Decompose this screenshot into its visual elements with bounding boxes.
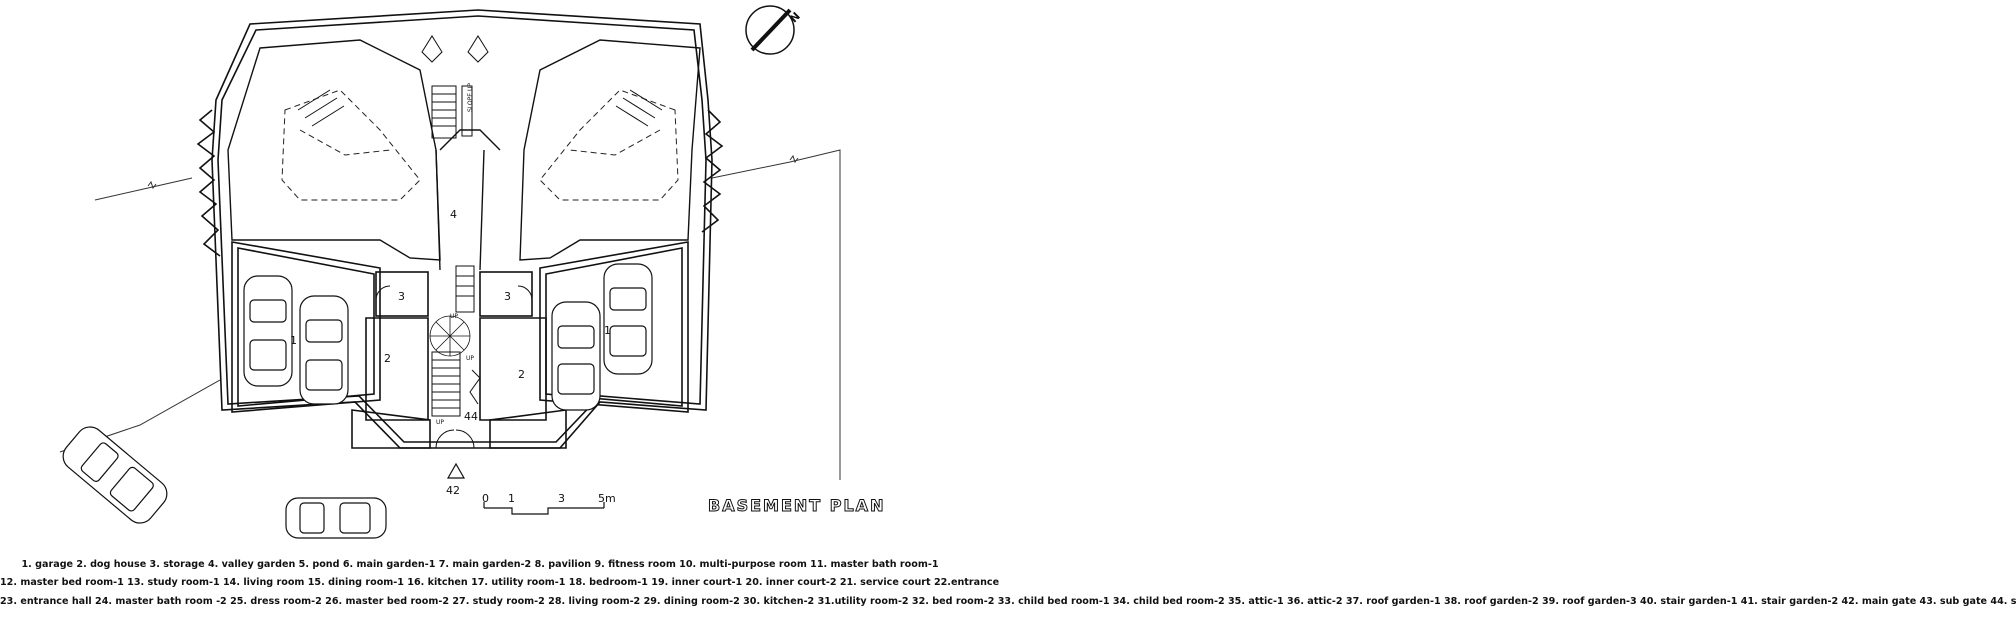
label-valley-garden: 4 <box>450 208 457 221</box>
site-boundary <box>59 149 841 480</box>
label-storage-left: 3 <box>398 290 405 303</box>
floor-plan-drawing: N 0 1 3 5m 4 1 1 3 3 2 2 42 44 UP UP UP … <box>59 5 841 539</box>
main-gate-marker-icon <box>446 462 466 479</box>
scale-bar <box>483 502 605 515</box>
label-dog-house-left: 2 <box>384 352 391 365</box>
label-dog-house-right: 2 <box>518 368 525 381</box>
label-up-right: UP <box>466 355 474 362</box>
scale-tick-3: 3 <box>558 492 565 505</box>
upper-stairs <box>297 85 663 139</box>
car-outside-horizontal <box>285 497 387 539</box>
building-outline <box>196 9 724 449</box>
car-garage-left-2 <box>299 295 349 405</box>
label-garage-left: 1 <box>290 334 297 347</box>
tree-symbol <box>429 315 471 357</box>
label-storage-right: 3 <box>504 290 511 303</box>
top-symbols <box>421 35 489 63</box>
central-stairs <box>431 265 481 417</box>
legend-line-2: 12. master bed room-1 13. study room-1 1… <box>0 577 1000 588</box>
scale-tick-5m: 5m <box>598 492 616 505</box>
scale-tick-0: 0 <box>482 492 489 505</box>
scale-tick-1: 1 <box>508 492 515 505</box>
gate-doors <box>435 429 475 449</box>
cars <box>62 263 653 539</box>
car-garage-left-1 <box>243 275 293 387</box>
car-outside-angled <box>62 426 168 524</box>
label-garage-right: 1 <box>604 324 611 337</box>
door-swings <box>375 285 533 301</box>
north-arrow-icon <box>745 5 795 55</box>
legend-line-3: 23. entrance hall 24. master bath room -… <box>0 596 2016 607</box>
label-slope-up: SLOPE UP <box>467 83 474 112</box>
upper-garden-walls <box>227 39 701 271</box>
plan-title: BASEMENT PLAN <box>707 496 886 516</box>
label-service-gate: 44 <box>464 410 478 423</box>
overhead-dashed-lines <box>281 89 679 201</box>
legend-line-1: 1. garage 2. dog house 3. storage 4. val… <box>21 559 939 570</box>
label-up-court: UP <box>450 313 458 320</box>
lower-rooms <box>231 241 689 449</box>
label-up-stair: UP <box>436 419 444 426</box>
label-main-gate: 42 <box>446 484 460 497</box>
car-garage-right-2 <box>603 263 653 375</box>
car-garage-right-1 <box>551 301 601 411</box>
